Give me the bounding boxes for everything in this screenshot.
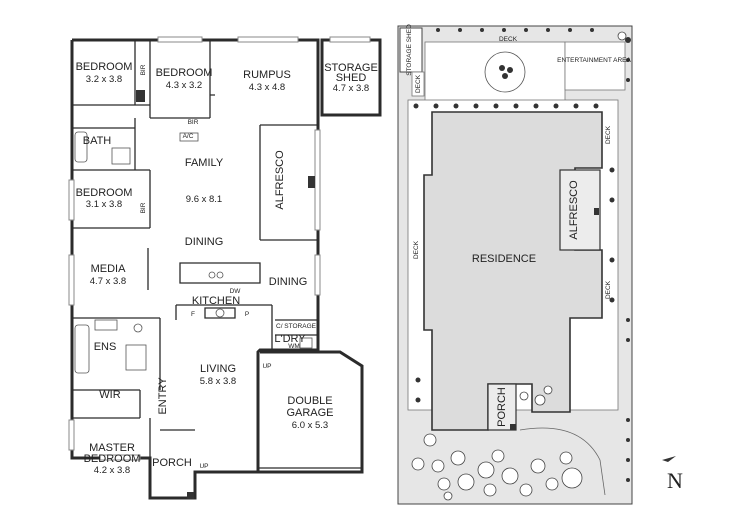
rumpus-name: RUMPUS (243, 69, 291, 81)
family-name: FAMILY (185, 157, 224, 169)
living-size: 5.8 x 3.8 (200, 376, 236, 387)
bedroom1-size: 3.2 x 3.8 (86, 74, 122, 85)
porch-name: PORCH (152, 457, 192, 469)
garage-size: 6.0 x 5.3 (292, 420, 328, 431)
bedroom1-name: BEDROOM (76, 61, 133, 73)
garage-wall (258, 350, 364, 474)
media-name: MEDIA (91, 263, 127, 275)
bir3-label: BIR (140, 202, 147, 213)
north-arrow: N (662, 456, 683, 493)
master-size: 4.2 x 3.8 (94, 465, 130, 476)
media-size: 4.7 x 3.8 (90, 276, 126, 287)
wm-label: WM (288, 343, 300, 350)
dw-label: DW (230, 288, 242, 295)
master-name2: BEDROOM (84, 453, 141, 465)
garden-trees (411, 31, 627, 501)
north-letter: N (667, 468, 683, 493)
family-size: 9.6 x 8.1 (186, 194, 222, 205)
site-plan: DECK STORAGE SHED ENTERTAINMENT AREA DEC… (397, 24, 633, 505)
bedroom3-name: BEDROOM (76, 187, 133, 199)
site-deck-right-bottom: DECK (605, 280, 612, 299)
bedroom2-name: BEDROOM (156, 67, 213, 79)
ac-label: A/C (183, 133, 194, 140)
site-porch: PORCH (496, 387, 508, 427)
site-deck-left-top: DECK (415, 74, 422, 93)
shed-size: 4.7 x 3.8 (333, 83, 369, 94)
site-deck-right-top: DECK (605, 125, 612, 144)
site-deck-left: DECK (413, 240, 420, 259)
site-storage-shed: STORAGE SHED (406, 24, 413, 76)
bir1-label: BIR (140, 64, 147, 75)
site-deck-top: DECK (499, 36, 518, 43)
fence-posts (413, 28, 631, 482)
f-label: F (191, 311, 195, 318)
rumpus-size: 4.3 x 4.8 (249, 82, 285, 93)
dining1-name: DINING (185, 236, 224, 248)
master-name1: MASTER (89, 442, 135, 454)
c-storage-label: C/ STORAGE (276, 323, 317, 330)
site-residence: RESIDENCE (472, 253, 536, 265)
garage-name1: DOUBLE (287, 395, 332, 407)
kitchen-name: KITCHEN (192, 295, 240, 307)
ens-name: ENS (94, 341, 117, 353)
living-name: LIVING (200, 363, 236, 375)
residence-footprint (423, 111, 603, 431)
shed-name1: STORAGE (324, 62, 378, 74)
wir-name: WIR (99, 389, 120, 401)
dining2-name: DINING (269, 276, 308, 288)
bedroom3-size: 3.1 x 3.8 (86, 199, 122, 210)
garage-name2: GARAGE (286, 407, 333, 419)
up2-label: UP (199, 463, 208, 470)
site-alfresco: ALFRESCO (568, 180, 580, 240)
bath-name: BATH (83, 135, 112, 147)
north-arrow-icon (662, 456, 676, 462)
alfresco-name: ALFRESCO (274, 150, 286, 210)
up1-label: UP (262, 363, 271, 370)
p-label: P (245, 311, 249, 318)
bedroom2-size: 4.3 x 3.2 (166, 80, 202, 91)
bir2-label: BIR (188, 119, 199, 126)
floor-plan: BEDROOM 3.2 x 3.8 BEDROOM 4.3 x 3.2 RUMP… (68, 36, 382, 500)
ldry-name: L'DRY (274, 333, 306, 345)
shed-name2: SHED (336, 72, 367, 84)
site-entertainment: ENTERTAINMENT AREA (557, 57, 631, 64)
entry-name: ENTRY (157, 377, 169, 415)
